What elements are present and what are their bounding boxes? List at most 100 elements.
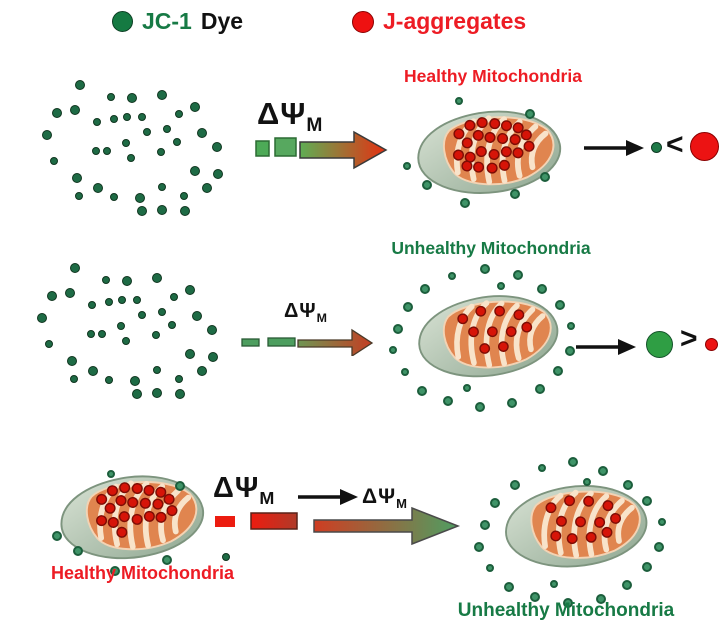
jc1-dye-dot: [70, 263, 80, 273]
legend-jaggregates-label: J-aggregates: [383, 8, 527, 34]
jc1-dye-dot: [596, 594, 606, 604]
jc1-dye-dot: [530, 592, 540, 602]
jc1-dye-dot: [202, 183, 212, 193]
jc1-dye-dot: [565, 346, 575, 356]
jc1-dye-dot: [110, 115, 118, 123]
jc1-dye-dot: [123, 113, 131, 121]
jc1-dye-dot: [550, 580, 558, 588]
large-jc1-dot-result-row2: [646, 331, 673, 358]
row3-left-title: Healthy Mitochondria: [50, 563, 234, 583]
mitochondrion-illustration: [417, 110, 562, 194]
jc1-dye-dot: [70, 375, 78, 383]
delta-psi-sub: M: [316, 311, 328, 325]
jc1-dye-dot: [152, 388, 162, 398]
jc1-dye-dot: [540, 172, 550, 182]
jc1-dye-dot: [105, 376, 113, 384]
delta-psi-label-row2: ΔΨM: [284, 300, 328, 325]
mitochondrion-illustration: [60, 475, 205, 560]
jc1-dye-dot: [130, 376, 140, 386]
jc1-dye-dot: [52, 108, 62, 118]
healthy-mitochondrion-row3: [38, 456, 238, 578]
unhealthy-mitochondrion-row2: [385, 262, 590, 414]
jc1-dye-dot: [538, 464, 546, 472]
greater-than-symbol: >: [680, 322, 698, 355]
jc1-dye-dot: [117, 322, 125, 330]
mitochondrion-illustration: [505, 485, 648, 568]
jc1-dye-dot: [152, 331, 160, 339]
jc1-dye-dot: [555, 300, 565, 310]
delta-psi-label-row1: ΔΨM: [257, 96, 323, 137]
jc1-dye-dot: [197, 366, 207, 376]
jc1-dye-dot: [642, 496, 652, 506]
jc1-dye-dot: [443, 396, 453, 406]
jc1-dye-dot: [480, 520, 490, 530]
red-dashes-row3: [215, 512, 298, 530]
jc1-dye-dot: [583, 478, 591, 486]
jc1-dye-dot: [510, 189, 520, 199]
jc1-dye-dot: [175, 110, 183, 118]
jc1-dye-dot: [127, 154, 135, 162]
jc1-dye-dot: [497, 282, 505, 290]
jc1-dye-dot: [93, 118, 101, 126]
jc1-dye-dot: [45, 340, 53, 348]
jc1-dye-dot: [213, 169, 223, 179]
jc1-dye-dot: [185, 349, 195, 359]
jc1-dye-dot: [642, 562, 652, 572]
jc1-dye-dot: [105, 298, 113, 306]
jc1-dye-dot-icon: [112, 11, 133, 32]
jc1-dye-dot: [175, 389, 185, 399]
jc1-dye-dot: [190, 102, 200, 112]
jc1-dye-dot: [88, 366, 98, 376]
jc1-dye-dot: [138, 113, 146, 121]
jc1-dye-dot: [70, 105, 80, 115]
jc1-dye-dot: [127, 93, 137, 103]
jc1-dye-dot: [107, 470, 115, 478]
jc1-dye-dot: [480, 264, 490, 274]
jc1-dye-dot: [513, 270, 523, 280]
jc1-dye-dot: [537, 284, 547, 294]
jc1-dye-dot: [422, 180, 432, 190]
jc1-dye-dot: [507, 398, 517, 408]
jc1-dye-dot: [563, 598, 573, 608]
jc1-dye-dot: [98, 330, 106, 338]
jc1-dye-dot: [143, 128, 151, 136]
jc1-dye-dot: [157, 205, 167, 215]
jc1-dye-dot: [163, 125, 171, 133]
jc1-dye-dot: [598, 466, 608, 476]
delta-psi-label-row3a: ΔΨM: [213, 472, 275, 509]
jc1-dye-dot: [158, 183, 166, 191]
jc1-dye-dot: [175, 481, 185, 491]
jc1-dye-dot: [152, 273, 162, 283]
jc1-dye-dot: [153, 366, 161, 374]
jc1-dye-dot: [73, 546, 83, 556]
gradient-arrow-row3: [313, 506, 461, 546]
jc1-dye-dot: [92, 147, 100, 155]
delta-psi-sub: M: [396, 496, 408, 512]
delta-psi-main: ΔΨ: [284, 300, 317, 322]
jc1-dye-dot: [420, 284, 430, 294]
jc1-dye-dot: [658, 518, 666, 526]
jc1-dye-dot: [180, 206, 190, 216]
healthy-mitochondrion-row1: [398, 95, 583, 210]
jc1-dye-dot: [504, 582, 514, 592]
jc1-dye-dot: [553, 366, 563, 376]
mitochondrion-illustration: [418, 295, 559, 378]
black-arrow-row1: [584, 140, 644, 156]
jc1-dye-dot: [212, 142, 222, 152]
jc1-dye-dot: [455, 97, 463, 105]
gradient-arrow-row2: [241, 328, 374, 356]
jc1-dye-dot: [42, 130, 52, 140]
black-arrow-row2: [576, 339, 636, 355]
stray-jc1-dot: [222, 553, 230, 561]
jc1-dye-dot: [463, 384, 471, 392]
jc1-dye-dot: [118, 296, 126, 304]
legend-jaggregates: J-aggregates: [352, 8, 526, 35]
legend-dye-label: Dye: [200, 8, 244, 34]
jc1-dye-dot: [67, 356, 77, 366]
jc1-dye-dot: [110, 193, 118, 201]
small-jc1-dot-result-row1: [651, 142, 662, 153]
jc1-dye-dot: [567, 322, 575, 330]
jc1-dye-dot: [180, 192, 188, 200]
delta-psi-label-row3b: ΔΨM: [362, 485, 408, 511]
